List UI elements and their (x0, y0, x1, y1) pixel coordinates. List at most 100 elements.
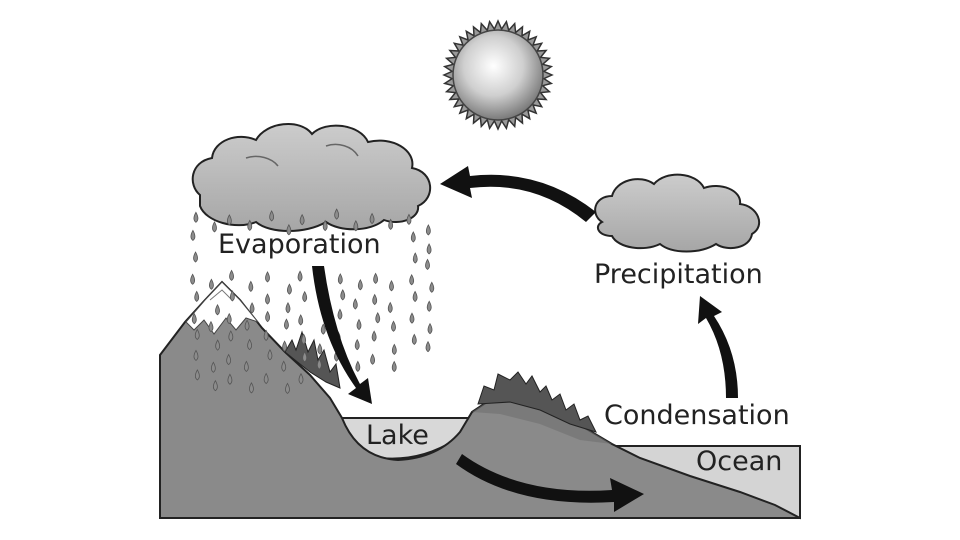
raindrop (356, 318, 362, 331)
raindrop (353, 219, 359, 232)
raindrop (212, 221, 217, 233)
label-lake: Lake (366, 420, 429, 451)
raindrop (287, 283, 292, 295)
raindrop (302, 290, 308, 303)
raindrop (269, 210, 275, 222)
raindrop (375, 312, 381, 324)
raindrop (322, 219, 328, 232)
raindrop (369, 212, 375, 225)
raindrop (194, 369, 200, 381)
raindrop (298, 314, 304, 326)
raindrop (410, 231, 416, 243)
raindrop (427, 322, 433, 335)
raindrop (406, 213, 412, 225)
raindrop (243, 360, 249, 372)
raindrop (215, 339, 221, 351)
raindrop (425, 224, 431, 236)
raindrop (193, 349, 199, 361)
raindrop (340, 289, 346, 301)
label-evaporation: Evaporation (218, 229, 381, 260)
raindrops-icon (190, 208, 435, 394)
raindrop (371, 330, 377, 342)
raindrop (354, 338, 360, 351)
arrow-icon (698, 296, 738, 398)
raindrop (412, 252, 418, 264)
raindrop (337, 308, 343, 320)
raindrop (247, 338, 253, 351)
raindrop (302, 351, 308, 363)
label-precipitation: Precipitation (594, 259, 763, 290)
raindrop (267, 348, 273, 361)
raindrop (357, 279, 363, 291)
raindrop (409, 312, 415, 324)
raindrop (226, 312, 232, 325)
raindrop (248, 280, 254, 292)
raindrop (425, 340, 431, 353)
raindrop (215, 304, 220, 316)
raindrop (208, 320, 214, 333)
raindrop (190, 273, 196, 285)
raindrop (228, 330, 234, 342)
mountain-icon (185, 281, 260, 335)
label-condensation: Condensation (604, 400, 790, 431)
raindrop (265, 310, 271, 323)
raindrop (391, 360, 397, 373)
raindrop (301, 333, 307, 345)
raindrop (334, 208, 340, 220)
raindrop (285, 382, 290, 394)
raindrop (265, 271, 270, 283)
raindrop (409, 273, 415, 286)
raindrop (209, 278, 214, 290)
raindrop (426, 300, 432, 312)
arrow-icon (312, 266, 372, 404)
raindrop (337, 273, 343, 285)
raindrop (249, 302, 255, 314)
raindrop (194, 328, 200, 340)
trees-icon (477, 371, 597, 433)
raindrop (391, 343, 397, 355)
raindrop (193, 251, 198, 263)
raindrop (320, 323, 326, 335)
raindrop (387, 301, 393, 314)
raindrop (373, 272, 379, 284)
raindrop (190, 229, 196, 241)
raindrop (352, 298, 358, 310)
cloud-icon (594, 173, 761, 253)
raindrop (297, 270, 303, 282)
raindrop (263, 329, 269, 341)
cloud-icon (191, 122, 432, 232)
raindrop (210, 361, 216, 373)
raindrop (193, 211, 199, 223)
raindrop (282, 340, 287, 352)
arrow-icon (456, 454, 644, 512)
raindrop (317, 343, 323, 355)
raindrop (412, 290, 418, 302)
raindrop (370, 353, 376, 365)
raindrop (227, 373, 233, 385)
arrow-icon (440, 166, 596, 222)
raindrop (355, 360, 361, 372)
raindrop (284, 318, 289, 330)
land (159, 280, 801, 519)
raindrop (247, 219, 253, 231)
raindrop (229, 269, 234, 281)
raindrop (285, 302, 291, 314)
raindrop (316, 358, 322, 370)
raindrop (426, 243, 432, 255)
raindrop (194, 290, 200, 302)
raindrop (372, 293, 378, 306)
raindrop (249, 382, 254, 394)
raindrop (191, 312, 197, 325)
raindrop (263, 372, 269, 385)
raindrop (411, 333, 417, 345)
raindrop (244, 319, 250, 331)
raindrop (391, 320, 396, 332)
raindrop (389, 280, 394, 292)
raindrop (226, 353, 232, 366)
raindrop (229, 290, 235, 302)
raindrop (265, 293, 270, 305)
raindrop (429, 281, 435, 293)
trees-icon (284, 330, 341, 389)
